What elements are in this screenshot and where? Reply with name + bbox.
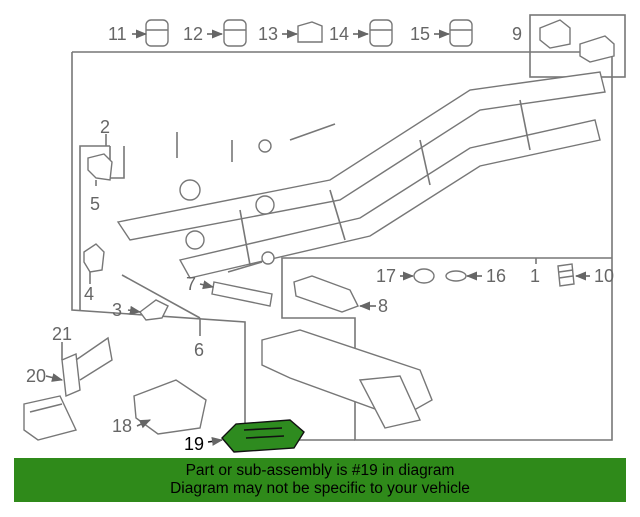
mount-8[interactable] <box>293 275 359 313</box>
callout-3: 3 <box>112 300 122 320</box>
bushing-14[interactable] <box>369 19 393 47</box>
callout-1: 1 <box>530 266 540 286</box>
crossmember-7[interactable] <box>211 281 273 307</box>
callout-4: 4 <box>84 284 94 304</box>
vehicle-frame <box>116 71 606 279</box>
callout-6: 6 <box>194 340 204 360</box>
callout-2: 2 <box>100 117 110 137</box>
washer-16[interactable] <box>445 270 467 282</box>
callout-11: 11 <box>108 24 127 44</box>
frame-bolts <box>176 123 336 273</box>
callout-16: 16 <box>486 266 506 286</box>
skid-plate-19[interactable] <box>221 419 305 453</box>
callout-8: 8 <box>378 296 388 316</box>
callout-9: 9 <box>512 24 522 44</box>
shield-18[interactable] <box>133 379 207 435</box>
module-20[interactable] <box>23 395 77 441</box>
bushing-11[interactable] <box>145 19 169 47</box>
washer-17[interactable] <box>413 268 435 284</box>
callout-13: 13 <box>258 24 278 44</box>
callout-7: 7 <box>186 274 196 294</box>
spring-10[interactable] <box>557 263 575 287</box>
callout-12: 12 <box>183 24 203 44</box>
banner-line-2: Diagram may not be specific to your vehi… <box>170 480 470 497</box>
part-info-banner: Part or sub-assembly is #19 in diagram D… <box>14 458 626 502</box>
rear-crossmember <box>261 329 433 429</box>
callout-15: 15 <box>410 24 430 44</box>
bracket-21[interactable] <box>61 336 113 398</box>
callout-18: 18 <box>112 416 132 436</box>
callout-10: 10 <box>594 266 614 286</box>
bracket-9[interactable] <box>539 19 615 63</box>
bushing-13[interactable] <box>297 21 323 43</box>
bracket-5[interactable] <box>87 153 113 181</box>
bracket-3[interactable] <box>139 299 169 321</box>
bushing-12[interactable] <box>223 19 247 47</box>
bracket-4[interactable] <box>83 243 105 273</box>
callout-5: 5 <box>90 194 100 214</box>
callout-20: 20 <box>26 366 46 386</box>
rod-6[interactable] <box>121 274 201 319</box>
banner-line-1: Part or sub-assembly is #19 in diagram <box>185 462 455 479</box>
callout-17: 17 <box>376 266 396 286</box>
callout-19: 19 <box>184 434 204 454</box>
bushing-15[interactable] <box>449 19 473 47</box>
callout-21: 21 <box>52 324 72 344</box>
callout-14: 14 <box>329 24 349 44</box>
